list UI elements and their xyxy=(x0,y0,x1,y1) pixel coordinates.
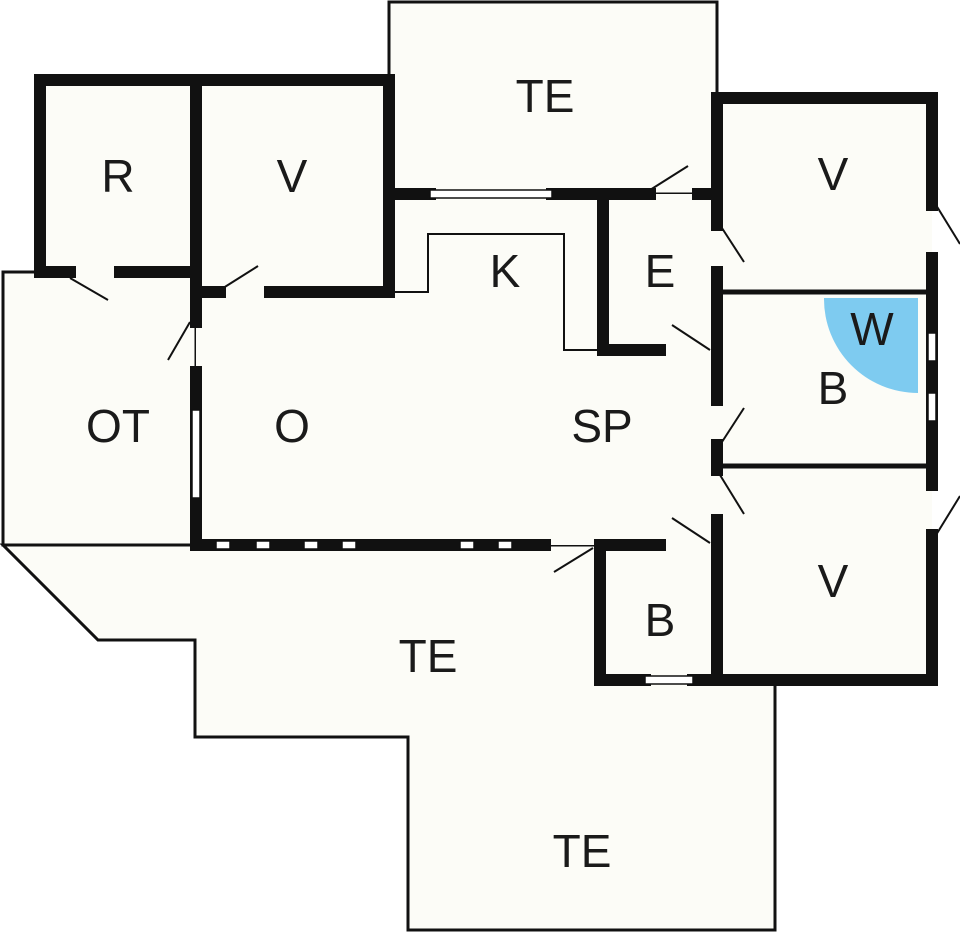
room-label-w: W xyxy=(850,303,894,355)
kitchen-counter xyxy=(392,233,600,351)
room-label-terrace-top: TE xyxy=(516,70,575,122)
room-label-e: E xyxy=(645,245,676,297)
door-swings xyxy=(69,165,960,573)
room-label-b-small: B xyxy=(645,594,676,646)
walls xyxy=(34,74,938,686)
room-label-terrace-bottom: TE xyxy=(553,825,612,877)
room-label-terrace-mid: TE xyxy=(399,630,458,682)
wardrobe-shape xyxy=(823,298,918,393)
room-label-ot: OT xyxy=(86,400,150,452)
room-label-v-bottom-right: V xyxy=(818,555,849,607)
windows xyxy=(191,189,937,685)
room-labels: TE R V V K E W B OT O SP V B TE TE xyxy=(86,70,894,877)
room-label-r: R xyxy=(101,150,134,202)
room-label-o: O xyxy=(274,400,310,452)
house-interior xyxy=(40,80,932,680)
room-label-sp: SP xyxy=(571,400,632,452)
room-label-b-right: B xyxy=(818,362,849,414)
room-label-k: K xyxy=(490,245,521,297)
room-label-v-top-right: V xyxy=(818,148,849,200)
room-label-v-top-left: V xyxy=(277,150,308,202)
floor-areas xyxy=(0,0,932,932)
